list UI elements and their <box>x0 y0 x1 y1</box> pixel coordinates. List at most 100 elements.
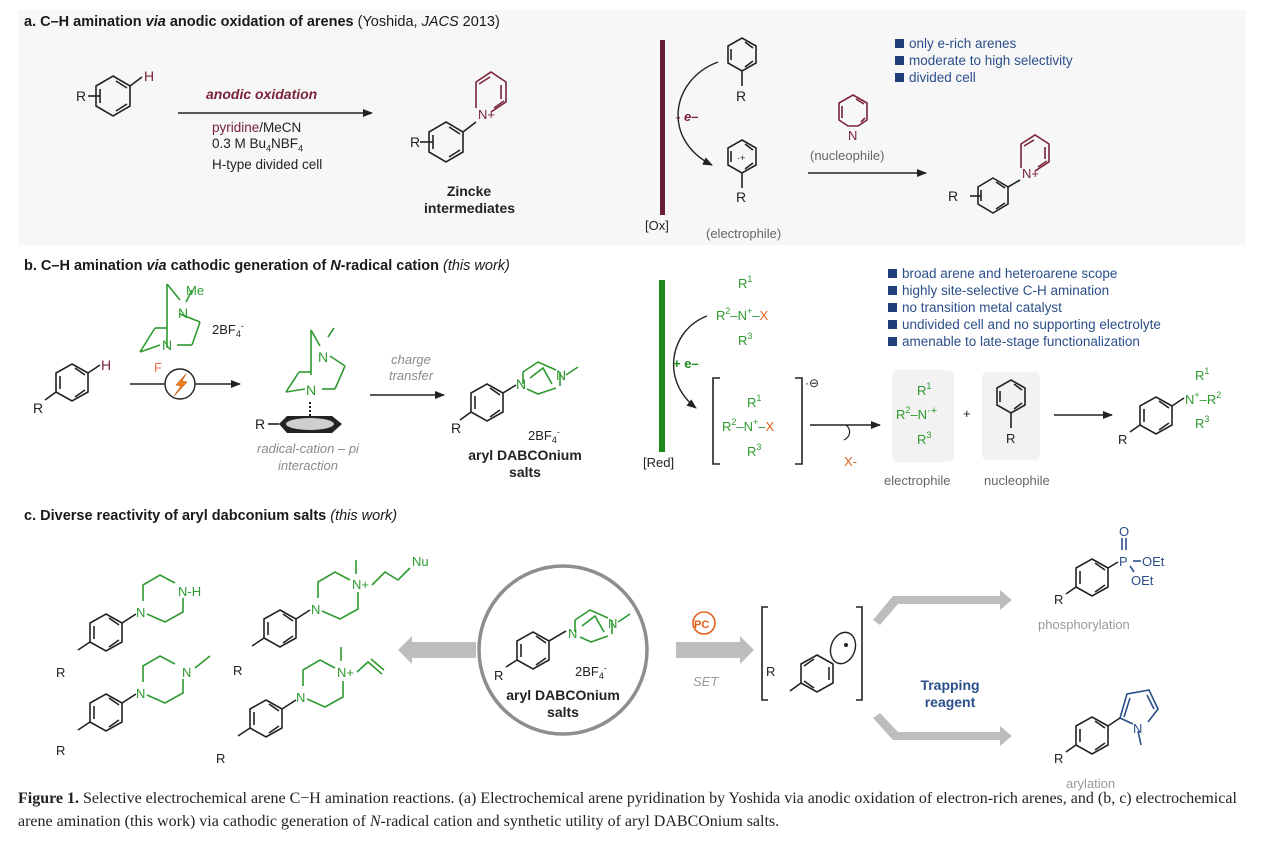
leaving-arrow <box>843 424 851 441</box>
vinyl-N2: N+ <box>337 665 354 680</box>
title-text: Diverse reactivity of aryl dabconium sal… <box>40 508 331 524</box>
arene-substrate <box>727 37 757 86</box>
svg-text:R1: R1 <box>747 393 761 410</box>
center-aryl <box>505 630 567 670</box>
reactant-R: R <box>76 88 86 104</box>
panel-c-label: c. <box>24 508 37 524</box>
phosphorylation-arrow <box>873 590 1012 625</box>
product-R-final: R <box>948 188 958 204</box>
radical-anion-symbol: ·⊖ <box>805 376 819 390</box>
zincke-label-1: Zincke <box>446 183 492 199</box>
panel-a-background <box>18 10 1246 245</box>
cathode-electrode <box>659 280 665 452</box>
electrophile-box <box>892 370 954 462</box>
pyrrole-ring <box>1119 689 1159 746</box>
title-via: via <box>145 14 166 30</box>
product-nu-ring <box>317 560 411 620</box>
anode-electrode <box>660 40 665 215</box>
dabco-radical-cation <box>285 327 346 393</box>
condition-anodic-oxidation: anodic oxidation <box>206 86 318 102</box>
product-b-counterion: 2BF4- <box>528 427 560 445</box>
arylation-label: arylation <box>1066 776 1115 791</box>
ox-label: [Ox] <box>645 218 669 233</box>
title-N: N <box>330 258 341 274</box>
title-text: C–H amination <box>40 14 146 30</box>
aryl-radical-bracket <box>761 606 863 701</box>
product-nu-aryl <box>251 609 311 648</box>
center-dabco-cage <box>574 609 631 643</box>
zincke-label: Zincke intermediates <box>424 183 515 217</box>
electrophile-R: R <box>736 189 746 205</box>
pi-label-2: interaction <box>278 458 338 473</box>
nucleophile-arene <box>996 379 1026 428</box>
title-text: -radical cation <box>340 258 444 274</box>
trapping-reagent-label: Trapping reagent <box>905 677 995 711</box>
svg-text:R2–N+–X: R2–N+–X <box>722 417 775 434</box>
svg-text:R2–N+–X: R2–N+–X <box>716 306 769 323</box>
bullet-square-icon <box>888 286 897 295</box>
pi-label-1: radical-cation – pi <box>257 441 359 456</box>
panel-a-bullets: only e-rich arenes moderate to high sele… <box>895 35 1073 86</box>
panel-b-bullets: broad arene and heteroarene scope highly… <box>888 265 1161 350</box>
panel-b-reactant-H: H <box>101 357 111 373</box>
nucleophile-text: nucleophile <box>984 473 1050 488</box>
plus-sign: + <box>963 406 971 421</box>
complex-N-bottom: N <box>306 382 316 398</box>
lightning-bolt-icon <box>173 373 188 397</box>
svg-text:N+–R2: N+–R2 <box>1185 390 1221 407</box>
bullet-square-icon <box>895 56 904 65</box>
reagent-F: F <box>154 360 162 375</box>
vinyl-N1: N <box>296 690 305 705</box>
pyridine-text: pyridine <box>212 120 260 135</box>
charge-transfer-label: charge transfer <box>376 352 446 384</box>
product-methylpiperazine-ring <box>142 655 211 704</box>
set-label: SET <box>693 674 719 689</box>
reagent-Me: Me <box>186 283 204 298</box>
trapping-label-1: Trapping <box>920 677 980 693</box>
pi-interaction-label: radical-cation – pi interaction <box>238 440 378 474</box>
dabco-reagent <box>139 283 201 353</box>
reference-year: 2013) <box>458 14 500 30</box>
conditions-block: pyridine/MeCN 0.3 M Bu4NBF4 H-type divid… <box>212 120 322 173</box>
svg-text:R1: R1 <box>738 274 752 291</box>
arylation-arrow <box>873 713 1012 746</box>
phosphoryl-O: O <box>1119 524 1129 539</box>
figure-number: Figure 1. <box>18 790 80 807</box>
product-nh-piperazine-ring <box>142 574 184 623</box>
arene-R: R <box>736 88 746 104</box>
leaving-group-X: X- <box>844 454 857 469</box>
title-text: C–H amination <box>40 258 147 274</box>
dabconium-N2: N <box>556 367 566 383</box>
reagent-counterion: 2BF4- <box>212 321 244 339</box>
figure-caption: Figure 1. Selective electrochemical aren… <box>18 787 1258 833</box>
center-label-2: salts <box>547 704 579 720</box>
center-N1: N <box>568 626 577 641</box>
pyrrole-R: R <box>1054 751 1063 766</box>
photocatalyst-label: PC <box>694 619 709 631</box>
bullet-text: divided cell <box>909 70 976 85</box>
caption-text-end: -radical cation and synthetic utility of… <box>380 813 780 830</box>
center-N2: N <box>608 616 617 631</box>
bullet-text: amenable to late-stage functionalization <box>902 334 1140 349</box>
reagent-N-top: N <box>178 305 188 321</box>
nu-label: Nu <box>412 554 429 569</box>
center-R: R <box>494 668 503 683</box>
ammonium-reagent: R1 R2–N+–X R3 <box>716 274 769 348</box>
radical-R: R <box>766 664 775 679</box>
transfer-label: transfer <box>388 368 434 383</box>
bullet-item: undivided cell and no supporting electro… <box>888 316 1161 333</box>
nucleophile-label: (nucleophile) <box>810 148 884 163</box>
minus-electron: - e– <box>676 109 698 124</box>
product-c3-R: R <box>233 663 242 678</box>
title-text: cathodic generation of <box>166 258 331 274</box>
nucleophile-R: R <box>1006 431 1015 446</box>
product-c2-R: R <box>56 743 65 758</box>
reference-journal: JACS <box>421 14 459 30</box>
radical-cation-symbol: ·+ <box>737 153 745 163</box>
derivatization-arrow <box>398 636 476 664</box>
pyridinium-product <box>970 177 1021 214</box>
complex-N-top: N <box>318 349 328 365</box>
dabconium-label-2: salts <box>509 464 541 480</box>
dabconium-N1: N <box>516 376 526 392</box>
